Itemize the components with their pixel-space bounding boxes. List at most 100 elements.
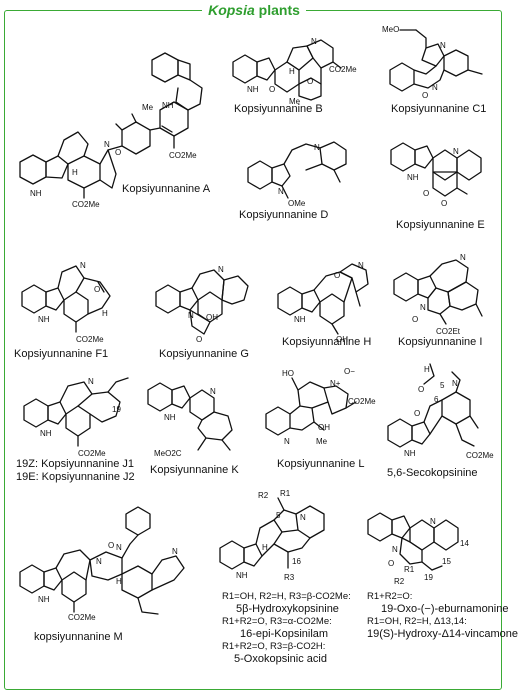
i-n-lactam: N	[420, 303, 426, 312]
label-kopsiyunnanine-d: Kopsiyunnanine D	[239, 209, 329, 221]
right-note-2: R1=OH, R2=H, Δ13,14:	[367, 616, 467, 627]
structure-kopsiyunnanine-m: O N N N H NH CO2Me	[19, 506, 185, 622]
title-genus: Kopsia	[208, 2, 255, 18]
h-oh: OH	[336, 335, 348, 344]
l-n: N	[284, 437, 290, 446]
m-n1: N	[96, 557, 102, 566]
a-pyran	[121, 121, 151, 155]
label-kopsiyunnanine-m: kopsiyunnanine M	[34, 631, 123, 643]
label-kopsiyunnanine-h: Kopsiyunnanine H	[282, 336, 372, 348]
e-o2: O	[441, 199, 447, 208]
seco-o1: O	[418, 385, 424, 394]
structure-kopsiyunnanine-d: N N OMe	[247, 141, 347, 208]
j-co2me: CO2Me	[78, 449, 106, 458]
a-o-atom: O	[115, 148, 121, 157]
l-ho: HO	[282, 369, 294, 378]
c1-nh: N	[432, 83, 438, 92]
seco-h: H	[424, 365, 430, 374]
a-lower-pyrrole	[45, 155, 69, 179]
b-nh: NH	[247, 85, 259, 94]
l-me: Me	[316, 437, 328, 446]
structure-eburnamonine-template: N N O 14 15 R1 R2 19	[367, 512, 469, 586]
h-n-atom: N	[358, 261, 364, 270]
k-nh: NH	[164, 413, 176, 422]
f1-co2me: CO2Me	[76, 335, 104, 344]
tpl-h: H	[262, 543, 268, 552]
label-kopsiyunnanine-j2: 19E: Kopsiyunnanine J2	[16, 471, 135, 483]
structure-secokopsinine: H 5 O 6 O N NH CO2Me	[387, 363, 494, 460]
l-oh: OH	[318, 423, 330, 432]
tpl-16: 16	[292, 557, 301, 566]
a-n-atom: N	[104, 140, 110, 149]
l-co2me: CO2Me	[348, 397, 376, 406]
b-me: Me	[289, 97, 301, 106]
a-co2me-lower: CO2Me	[72, 200, 100, 209]
label-kopsiyunnanine-i: Kopsiyunnanine I	[398, 336, 483, 348]
tpl-n: N	[300, 513, 306, 522]
c1-meo: MeO	[382, 25, 399, 34]
right-name-2: 19(S)-Hydroxy-Δ14-vincamone	[367, 628, 518, 640]
label-kopsiyunnanine-g: Kopsiyunnanine G	[159, 348, 249, 360]
f1-nh: NH	[38, 315, 50, 324]
b-h: H	[289, 67, 295, 76]
h-o: O	[334, 271, 340, 280]
right-name-1: 19-Oxo-(−)-eburnamonine	[381, 603, 509, 615]
structure-kopsinine-template: R2 R1 5 N H NH 16 R3	[219, 489, 325, 582]
a-co2me-right: CO2Me	[169, 151, 197, 160]
m-o: O	[108, 541, 114, 550]
j-19: 19	[112, 405, 121, 414]
i-co2et: CO2Et	[436, 327, 461, 336]
seco-o2: O	[414, 409, 420, 418]
a-lower-benzene	[19, 154, 47, 185]
tpl-r3: R3	[284, 573, 295, 582]
a-upper-ring	[175, 79, 203, 111]
eb-14: 14	[460, 539, 469, 548]
e-n-atom: N	[453, 147, 459, 156]
m-h: H	[116, 577, 122, 586]
panel-title: Kopsia plants	[0, 0, 508, 20]
b-co2me: CO2Me	[329, 65, 357, 74]
label-kopsiyunnanine-f1: Kopsiyunnanine F1	[14, 348, 109, 360]
label-kopsiyunnanine-c1: Kopsiyunnanine C1	[391, 103, 487, 115]
i-o: O	[412, 315, 418, 324]
right-note-1: R1+R2=O:	[367, 591, 413, 602]
a-h-atom: H	[72, 168, 78, 177]
f1-h: H	[102, 309, 108, 318]
eb-r2: R2	[394, 577, 405, 586]
tpl-5: 5	[276, 511, 281, 520]
structure-kopsiyunnanine-a: NH N Me O CO2Me NH H CO2Me	[19, 52, 203, 209]
a-upper-pyrrole	[177, 59, 191, 81]
g-o: O	[196, 335, 202, 344]
i-n-atom: N	[460, 253, 466, 262]
c1-n-atom: N	[440, 41, 446, 50]
k-n-atom: N	[210, 387, 216, 396]
b-o: O	[269, 85, 275, 94]
a-nh-upper: NH	[162, 101, 174, 110]
seco-nh: NH	[404, 449, 416, 458]
g-n-atom: N	[218, 265, 224, 274]
label-kopsiyunnanine-j1: 19Z: Kopsiyunnanine J1	[16, 458, 135, 470]
eb-n-indole: N	[392, 545, 398, 554]
f1-n-atom: N	[80, 261, 86, 270]
structure-kopsiyunnanine-c1: MeO N O N	[382, 25, 483, 100]
structure-kopsiyunnanine-f1: N O H NH CO2Me	[21, 261, 111, 344]
f1-o: O	[94, 285, 100, 294]
b-n-atom: N	[311, 37, 317, 46]
mid-note-2: R1+R2=O, R3=α-CO2Me:	[222, 616, 332, 627]
structure-kopsiyunnanine-g: N N OH O	[155, 265, 249, 344]
tpl-r1: R1	[280, 489, 291, 498]
m-n2: N	[116, 543, 122, 552]
seco-n: N	[452, 379, 458, 388]
a-me-label: Me	[142, 103, 154, 112]
g-oh: OH	[206, 313, 218, 322]
eb-19: 19	[424, 573, 433, 582]
d-n-atom: N	[314, 143, 320, 152]
mid-name-2: 16-epi-Kopsinilam	[240, 628, 329, 640]
e-o1: O	[423, 189, 429, 198]
structure-kopsiyunnanine-l: HO N+ O− CO2Me OH N Me	[265, 367, 376, 446]
k-meo2c: MeO2C	[154, 449, 182, 458]
a-nh-lower: NH	[30, 189, 42, 198]
a-upper-benzene	[151, 52, 179, 83]
label-kopsiyunnanine-a: Kopsiyunnanine A	[122, 183, 211, 195]
g-n-indole: N	[188, 311, 194, 320]
